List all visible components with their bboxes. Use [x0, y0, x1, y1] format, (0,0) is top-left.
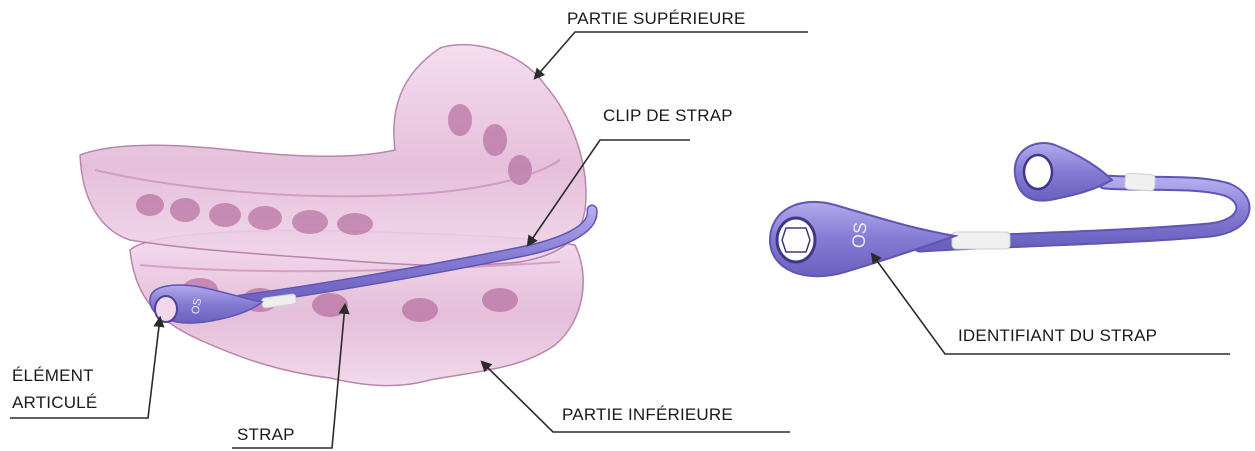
label-upper-part: PARTIE SUPÉRIEURE [567, 9, 745, 29]
label-strap: STRAP [237, 425, 295, 445]
label-joint-element: ÉLÉMENT ARTICULÉ [12, 362, 97, 416]
strap-standalone: OS [770, 143, 1243, 276]
label-strap-identifier: IDENTIFIANT DU STRAP [958, 326, 1157, 346]
label-joint-element-line1: ÉLÉMENT [12, 362, 97, 389]
upper-tray [80, 45, 586, 266]
label-strap-clip: CLIP DE STRAP [603, 106, 733, 126]
leader-upper-part [535, 32, 808, 78]
label-lower-part: PARTIE INFÉRIEURE [562, 405, 733, 425]
strap-identifier-logo: OS [848, 221, 870, 249]
label-joint-element-line2: ARTICULÉ [12, 389, 97, 416]
mouthguard [80, 45, 586, 386]
